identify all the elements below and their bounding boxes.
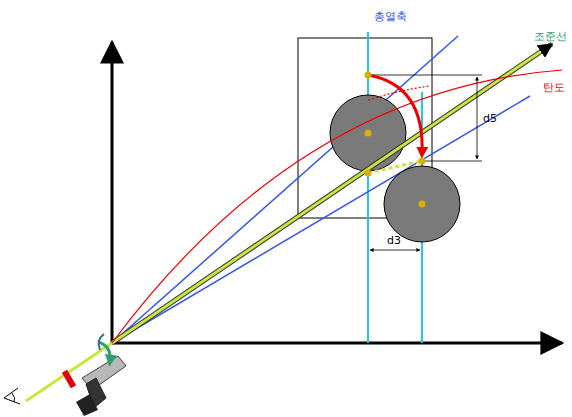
y-axis (111, 42, 114, 343)
extension-line (422, 161, 482, 162)
extension-line (368, 75, 482, 76)
sight-line (112, 44, 552, 343)
shift-arrow (368, 75, 422, 154)
barrel-axis-label: 총열축 (373, 10, 408, 23)
target-circle (384, 166, 460, 242)
trajectory-curve (112, 70, 562, 343)
rotation-arrow-back (99, 334, 104, 350)
dimension-line (477, 77, 478, 159)
sight-line-dotted (368, 161, 422, 173)
sight-line-outline (112, 44, 552, 343)
marker-dots (365, 72, 426, 208)
x-axis (112, 342, 562, 345)
pistol (62, 356, 126, 416)
dimension-line (370, 250, 420, 251)
barrel-axis-line (112, 96, 530, 343)
sight-line-label: 조준선 (533, 30, 568, 43)
trajectory-label: 탄도 (542, 81, 566, 94)
target-circle (330, 95, 406, 171)
barrel-axis-vertical (367, 32, 369, 343)
rotation-arrow (98, 342, 110, 362)
eye-symbol (4, 388, 20, 404)
dimension-label: d5 (482, 112, 498, 125)
dimension-label: d3 (386, 234, 402, 247)
